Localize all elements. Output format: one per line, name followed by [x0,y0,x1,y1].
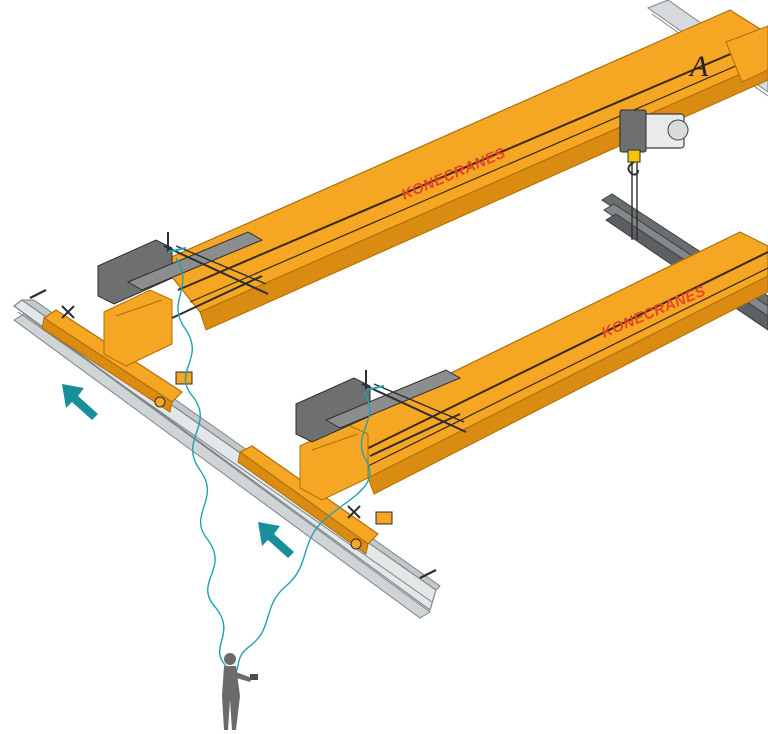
pendant-cables [175,257,371,673]
lower-control-cabinet [295,369,467,457]
travel-direction-arrow-icon [258,522,294,558]
lower-end-carriage [237,445,393,555]
bridge-letter-label: A [688,50,709,83]
travel-direction-arrow-icon [62,384,98,420]
upper-end-carriage-right [725,25,768,83]
lower-girder: KONECRANES [329,231,768,495]
operator-person-icon [222,653,258,730]
upper-control-cabinet [97,231,269,319]
upper-girder-support [103,289,173,367]
hoist-trolley [619,109,689,240]
